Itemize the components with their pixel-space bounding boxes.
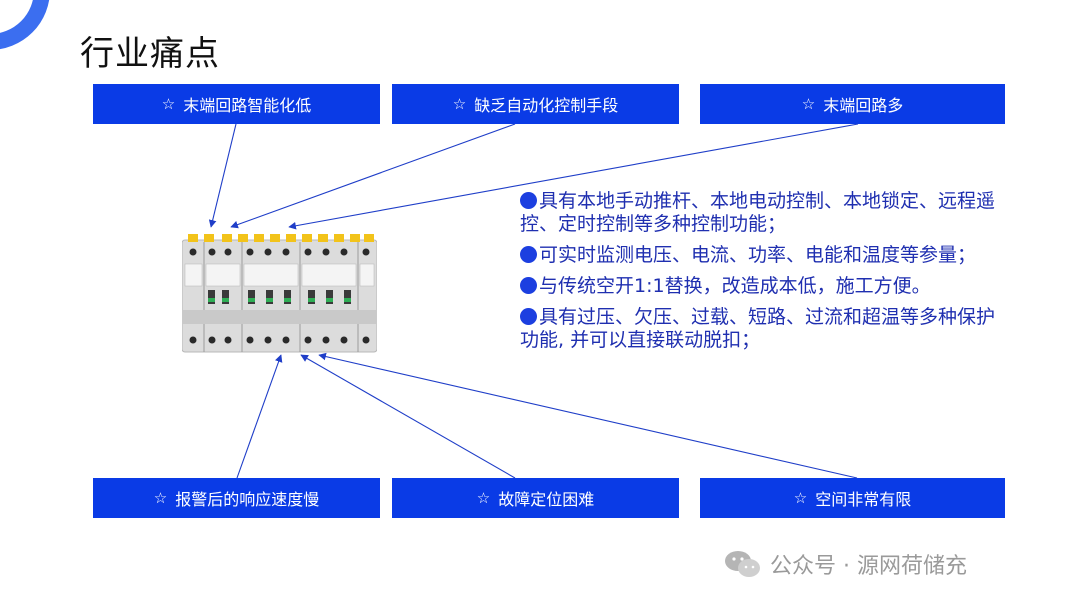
star-icon: ☆ <box>793 489 808 507</box>
pain-point-box-bottom-2: ☆ 故障定位困难 <box>392 478 679 518</box>
pain-point-label: 缺乏自动化控制手段 <box>474 96 619 115</box>
bullet-dot-icon <box>520 308 537 325</box>
wechat-icon <box>725 551 760 577</box>
star-icon: ☆ <box>161 95 176 113</box>
pain-point-label: 空间非常有限 <box>815 490 912 509</box>
feature-text: 具有本地手动推杆、本地电动控制、本地锁定、远程遥控、定时控制等多种控制功能； <box>520 190 996 235</box>
arrow-line <box>208 123 237 228</box>
pain-point-box-top-2: ☆ 缺乏自动化控制手段 <box>392 84 679 124</box>
feature-item: 与传统空开1:1替换，改造成本低，施工方便。 <box>520 275 1000 298</box>
arrow-line <box>230 123 516 229</box>
feature-text: 可实时监测电压、电流、功率、电能和温度等参量； <box>539 244 977 266</box>
pain-point-box-bottom-3: ☆ 空间非常有限 <box>700 478 1005 518</box>
feature-text: 具有过压、欠压、过载、短路、过流和超温等多种保护功能, 并可以直接联动脱扣； <box>520 306 996 351</box>
star-icon: ☆ <box>801 95 816 113</box>
circuit-breaker-image <box>182 234 377 353</box>
feature-item: 具有本地手动推杆、本地电动控制、本地锁定、远程遥控、定时控制等多种控制功能； <box>520 190 1000 236</box>
pain-point-box-bottom-1: ☆ 报警后的响应速度慢 <box>93 478 380 518</box>
bullet-dot-icon <box>520 246 537 263</box>
pain-point-box-top-3: ☆ 末端回路多 <box>700 84 1005 124</box>
pain-point-label: 末端回路智能化低 <box>183 96 312 115</box>
arrow-line <box>318 352 858 479</box>
slide-title: 行业痛点 <box>80 34 220 74</box>
watermark: 公众号 · 源网荷储充 <box>724 548 967 580</box>
pain-point-label: 故障定位困难 <box>498 490 595 509</box>
star-icon: ☆ <box>452 95 467 113</box>
star-icon: ☆ <box>476 489 491 507</box>
feature-item: 可实时监测电压、电流、功率、电能和温度等参量； <box>520 244 1000 267</box>
bullet-dot-icon <box>520 277 537 294</box>
pain-point-box-top-1: ☆ 末端回路智能化低 <box>93 84 380 124</box>
corner-arc-decoration <box>0 0 50 50</box>
arrow-line <box>236 354 283 479</box>
feature-list: 具有本地手动推杆、本地电动控制、本地锁定、远程遥控、定时控制等多种控制功能； 可… <box>520 190 1000 360</box>
arrow-line <box>300 354 516 479</box>
star-icon: ☆ <box>153 489 168 507</box>
pain-point-label: 报警后的响应速度慢 <box>175 490 320 509</box>
feature-item: 具有过压、欠压、过载、短路、过流和超温等多种保护功能, 并可以直接联动脱扣； <box>520 306 1000 352</box>
watermark-text: 公众号 · 源网荷储充 <box>770 554 967 579</box>
feature-text: 与传统空开1:1替换，改造成本低，施工方便。 <box>539 275 931 297</box>
pain-point-label: 末端回路多 <box>823 96 904 115</box>
bullet-dot-icon <box>520 192 537 209</box>
